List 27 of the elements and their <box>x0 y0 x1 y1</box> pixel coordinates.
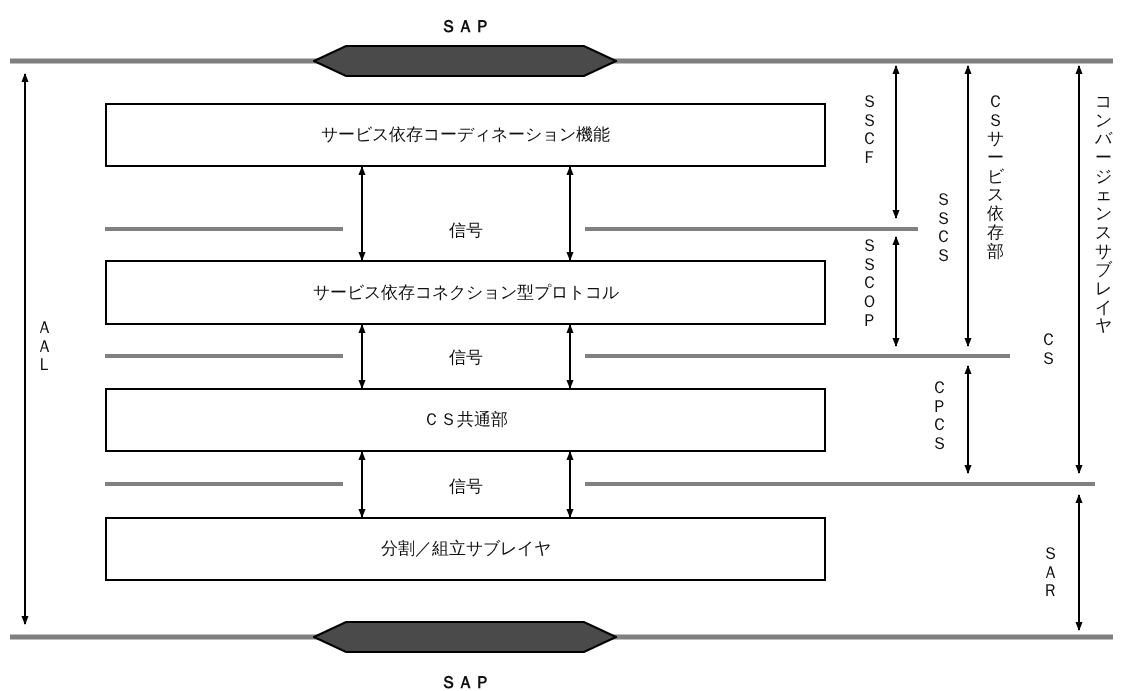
vertical-label: ＳＳＣＯＰ <box>861 236 878 330</box>
access-point-hexagon <box>313 621 617 653</box>
layer-name: サービス依存コネクション型プロトコル <box>312 280 619 304</box>
layer-name: 分割／組立サブレイヤ <box>380 537 551 561</box>
access-point-label: ＳＡＰ <box>439 671 491 691</box>
vertical-label: ＣＰＣＳ <box>931 378 948 453</box>
vertical-label: ＳＳＣＦ <box>861 92 878 167</box>
vertical-label: ＳＳＣＳ <box>935 190 952 265</box>
vertical-label: ＣＳサービス依存部 <box>987 92 1004 261</box>
vertical-label: ＳＡＲ <box>1042 544 1059 601</box>
arrow <box>358 451 366 518</box>
layer-box <box>105 260 826 325</box>
arrow <box>566 324 574 389</box>
access-point-hexagon <box>313 45 617 77</box>
layer-box <box>105 517 826 581</box>
layer-name: ＣＳ共通部 <box>423 408 508 432</box>
layer-box <box>105 388 826 452</box>
arrow <box>566 451 574 518</box>
vertical-label: ＡＡＬ <box>36 318 53 375</box>
access-point-label: ＳＡＰ <box>439 15 491 38</box>
arrow <box>358 324 366 389</box>
vertical-label: コンバージェンスサブレイヤ <box>1095 92 1112 335</box>
layer-name: サービス依存コーディネーション機能 <box>321 123 610 147</box>
arrow <box>566 166 574 261</box>
vertical-label: ＣＳ <box>1040 330 1057 368</box>
arrow <box>358 166 366 261</box>
layer-box <box>105 103 826 167</box>
